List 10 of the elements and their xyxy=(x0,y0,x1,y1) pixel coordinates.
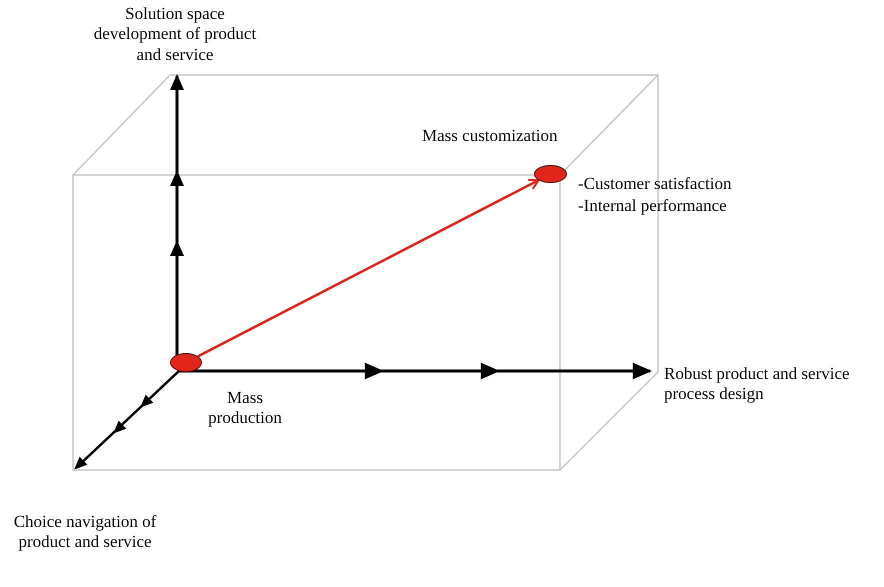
note-text: -Internal performance xyxy=(578,196,728,216)
arrow xyxy=(198,178,540,358)
axis-label: Solution space development of product and service xyxy=(92,4,258,66)
axis-label: Choice navigation of product and service xyxy=(12,512,158,553)
ellipse-marker xyxy=(534,165,567,183)
ellipse-marker xyxy=(170,353,202,372)
point-label: Mass customization xyxy=(422,126,559,146)
note-text: -Customer satisfaction xyxy=(578,174,732,194)
point-label: Mass production xyxy=(207,388,283,429)
axis-label: Robust product and service process design xyxy=(664,364,851,405)
